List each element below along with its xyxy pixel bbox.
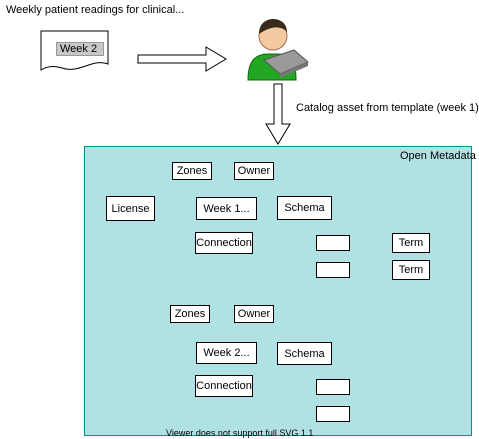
schema-column-1b — [316, 262, 350, 278]
schema-column-1a — [316, 235, 350, 251]
open-metadata-container — [84, 146, 472, 436]
owner-node-1: Owner — [234, 162, 274, 180]
flow-arrow-right — [137, 46, 227, 72]
container-footer: Viewer does not support full SVG 1.1 — [166, 428, 314, 438]
term-node-b: Term — [392, 260, 430, 280]
schema-column-2b — [316, 406, 350, 422]
zones-node-1: Zones — [172, 162, 212, 180]
term-node-a: Term — [392, 233, 430, 253]
zones-node-2: Zones — [170, 305, 210, 323]
schema-column-2a — [316, 379, 350, 395]
container-title: Open Metadata — [400, 150, 476, 162]
diagram-caption: Weekly patient readings for clinical... — [6, 4, 185, 16]
user-with-laptop-icon — [242, 14, 312, 84]
flow-arrow-down — [265, 83, 291, 145]
owner-node-2: Owner — [234, 305, 274, 323]
document-label: Week 2 — [56, 42, 104, 56]
asset-node-week2: Week 2... — [196, 342, 257, 364]
schema-node-1: Schema — [277, 196, 332, 220]
schema-node-2: Schema — [277, 342, 332, 365]
license-node: License — [106, 196, 155, 221]
connection-node-1: Connection — [195, 232, 253, 254]
asset-node-week1: Week 1... — [196, 197, 257, 220]
step-label: Catalog asset from template (week 1) — [296, 102, 479, 114]
connection-node-2: Connection — [195, 375, 253, 397]
